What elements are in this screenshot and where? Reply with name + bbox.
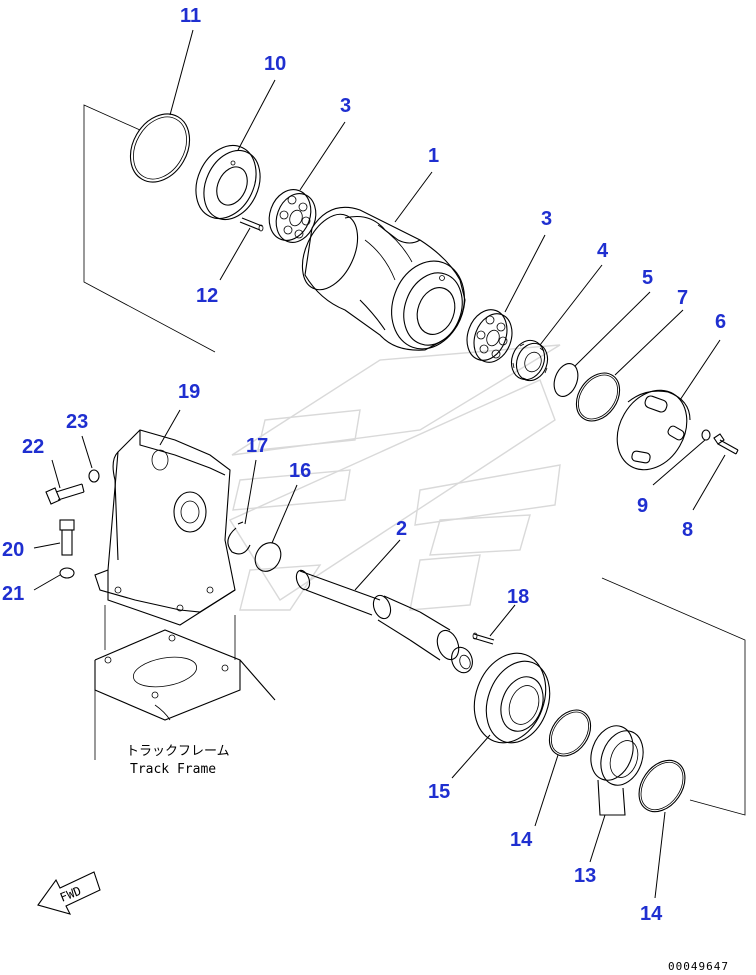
callout-3-upper: 3 [340, 95, 351, 117]
part-washer-21 [59, 567, 75, 579]
part-washer-5 [553, 363, 579, 397]
part-washer-23 [88, 469, 100, 483]
part-oring-14-right [638, 759, 686, 813]
track-frame-label-jp: トラックフレーム [126, 744, 230, 759]
part-oring-14-left [548, 709, 592, 757]
part-seal-13 [590, 725, 644, 816]
callout-16: 16 [289, 460, 311, 482]
callout-14-left: 14 [510, 829, 533, 851]
callout-23: 23 [66, 411, 88, 433]
callout-18: 18 [507, 586, 529, 608]
part-oring-11 [129, 113, 191, 183]
part-roller-1 [301, 206, 466, 351]
part-cover-6 [616, 389, 691, 471]
fwd-arrow-icon: FWD [37, 871, 101, 915]
watermark-logo [228, 344, 561, 611]
part-bolt-22 [45, 483, 85, 505]
callout-15: 15 [428, 781, 450, 803]
callout-7: 7 [677, 287, 688, 309]
callout-13: 13 [574, 865, 596, 887]
part-seal-15 [473, 652, 551, 744]
group-outline-upper [83, 104, 216, 353]
group-outline-lower-right [601, 577, 746, 816]
callout-9: 9 [637, 495, 648, 517]
callout-20: 20 [2, 539, 24, 561]
callout-3-lower: 3 [541, 208, 552, 230]
part-bolt-20 [59, 519, 75, 556]
part-pin-12 [239, 217, 264, 232]
part-snapring-17 [227, 521, 251, 555]
part-support-19 [94, 429, 236, 626]
callout-22: 22 [22, 436, 44, 458]
part-bearing-3-upper [268, 189, 317, 243]
part-washer-9 [701, 429, 711, 441]
callout-2: 2 [396, 518, 407, 540]
part-seal-10 [195, 145, 261, 220]
callout-11: 11 [180, 5, 201, 27]
callout-4: 4 [597, 240, 609, 262]
leader-lines [33, 29, 726, 899]
part-shaft-2 [295, 569, 473, 674]
callout-1: 1 [428, 145, 439, 167]
callout-6: 6 [715, 311, 726, 333]
callout-10: 10 [264, 53, 286, 75]
callout-numbers: 11 10 3 1 3 4 5 7 6 9 8 12 19 23 22 20 2… [2, 5, 726, 925]
part-bearing-3-lower [466, 309, 513, 363]
callout-17: 17 [246, 435, 268, 457]
track-frame-label-en: Track Frame [130, 762, 216, 777]
drawing-id: 00049647 [668, 960, 729, 973]
part-oring-7 [575, 372, 621, 422]
callout-19: 19 [178, 381, 200, 403]
callout-5: 5 [642, 267, 653, 289]
callout-8: 8 [682, 519, 693, 541]
part-pin-18 [472, 632, 495, 645]
callout-14-right: 14 [640, 903, 663, 925]
part-oring-16 [254, 542, 282, 572]
part-nut-4 [510, 339, 549, 382]
callout-12: 12 [196, 285, 218, 307]
track-frame-outline [94, 605, 276, 760]
part-bolt-8 [713, 433, 739, 455]
callout-21: 21 [2, 583, 24, 605]
